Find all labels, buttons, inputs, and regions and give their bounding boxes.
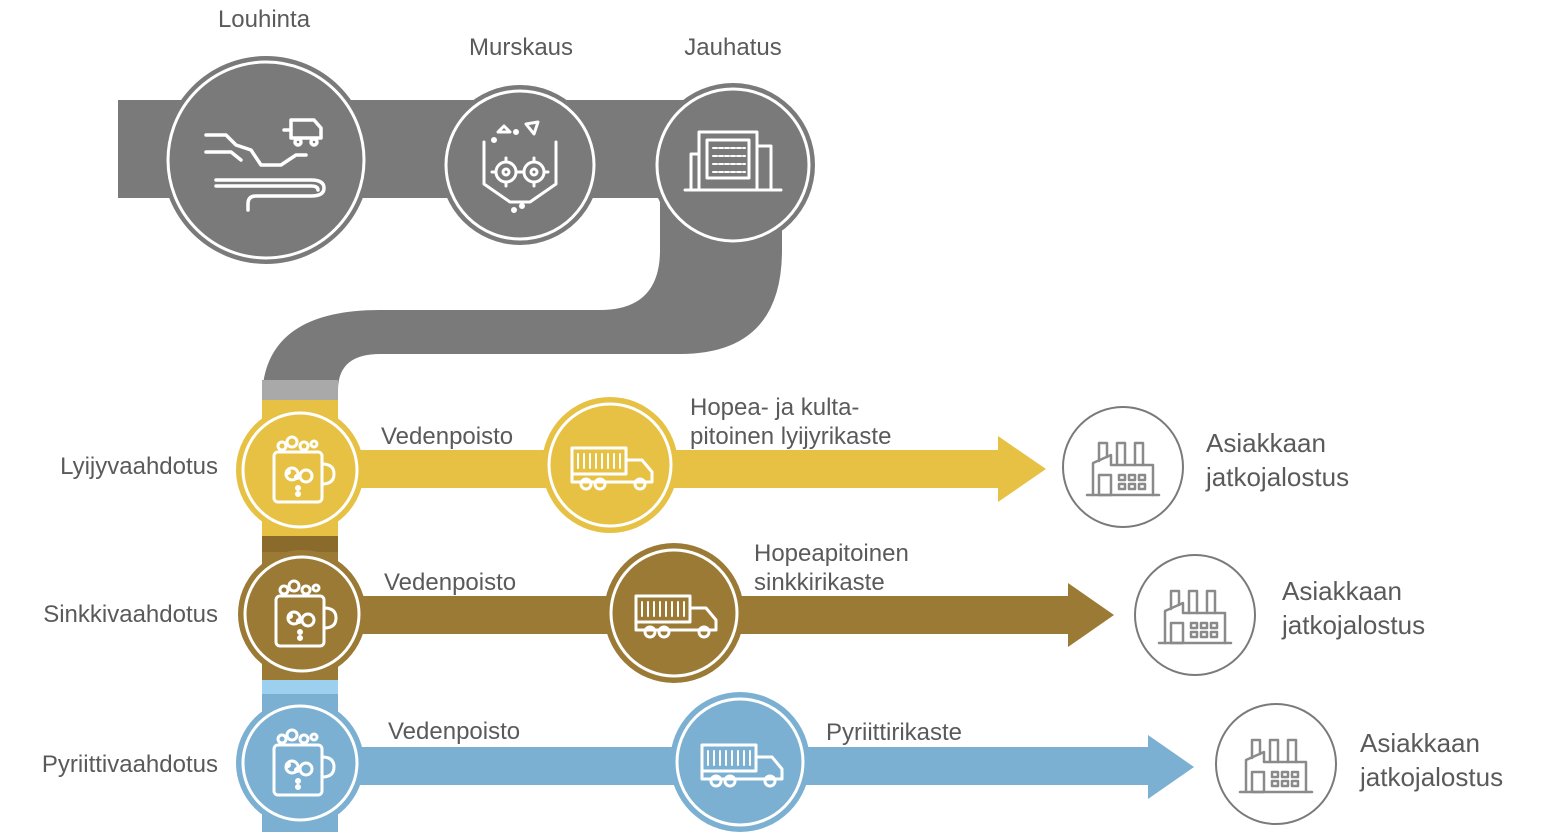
flow-arrowhead [1068, 583, 1114, 647]
row-lead: Lyijyvaahdotus Vedenpoisto Hopea- ja kul… [60, 394, 1349, 534]
row-zinc: Sinkkivaahdotus Vedenpoisto Hopeapitoine… [43, 540, 1425, 683]
dewatering-label: Vedenpoisto [384, 569, 516, 596]
stage-label-grinding: Jauhatus [684, 34, 781, 61]
product-label-line1: Hopea- ja kulta- [690, 394, 859, 421]
customer-label-line2: jatkojalostus [1359, 762, 1503, 792]
stage-label: Sinkkivaahdotus [43, 601, 218, 628]
stage-grinding [651, 83, 815, 247]
stage-label: Pyriittivaahdotus [42, 751, 218, 778]
row-pyrite: Pyriittivaahdotus Vedenpoisto Pyriittiri… [42, 692, 1503, 832]
customer-label-line1: Asiakkaan [1360, 728, 1480, 758]
dewatering-label: Vedenpoisto [388, 718, 520, 745]
dewatering-label: Vedenpoisto [381, 423, 513, 450]
customer-label-line2: jatkojalostus [1205, 462, 1349, 492]
flow-arrowhead [1148, 735, 1194, 799]
stage-mining [162, 56, 370, 264]
product-label-line2: pitoinen lyijyrikaste [690, 423, 891, 450]
stage-label-mining: Louhinta [218, 6, 311, 33]
product-label-line2: sinkkirikaste [754, 569, 885, 596]
customer-label-line2: jatkojalostus [1281, 610, 1425, 640]
product-label-line1: Hopeapitoinen [754, 540, 909, 567]
customer-label-line1: Asiakkaan [1206, 428, 1326, 458]
product-label-line1: Pyriittirikaste [826, 719, 962, 746]
stage-crushing [440, 85, 600, 245]
flow-arrowhead [998, 436, 1046, 502]
stage-label-crushing: Murskaus [469, 34, 573, 61]
customer-label-line1: Asiakkaan [1282, 576, 1402, 606]
stage-label: Lyijyvaahdotus [60, 453, 218, 480]
